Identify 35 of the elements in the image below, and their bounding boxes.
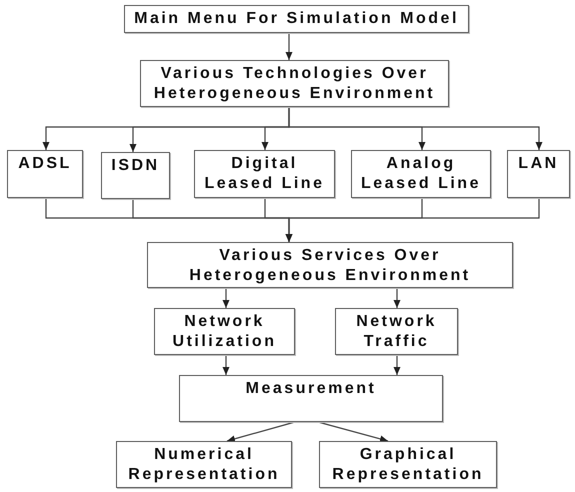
connector-arrow <box>222 288 230 308</box>
connector-arrow <box>394 355 400 375</box>
process-box <box>194 150 335 198</box>
process-box <box>116 441 292 488</box>
process-box <box>7 150 83 198</box>
connector-arrow <box>394 288 400 308</box>
process-box <box>351 150 491 198</box>
connector-arrow <box>286 198 540 242</box>
box-label: Measurement <box>244 379 378 399</box>
box-label: Main Menu For Simulation Model <box>133 9 460 29</box>
process-box <box>335 308 458 355</box>
process-box <box>507 150 570 198</box>
connector-arrow <box>318 421 388 442</box>
connector-arrow <box>222 355 230 375</box>
box-label: ISDN <box>110 156 161 176</box>
box-label: Numerical Representation <box>127 445 281 485</box>
box-label: Analog Leased Line <box>360 154 482 194</box>
process-box <box>319 441 497 488</box>
box-label: Graphical Representation <box>331 445 485 485</box>
process-box <box>124 5 469 33</box>
connector-arrow <box>226 421 296 442</box>
process-box <box>179 375 443 422</box>
process-box <box>101 152 170 199</box>
box-label: Various Services Over Heterogeneous Environment <box>188 246 472 286</box>
box-label: LAN <box>517 154 560 174</box>
box-label: Network Utilization <box>172 312 278 352</box>
connector-arrow <box>288 107 542 150</box>
box-label: Various Technologies Over Heterogeneous Environment <box>152 64 436 104</box>
box-label: Digital Leased Line <box>204 154 326 194</box>
process-box <box>140 60 449 107</box>
process-box <box>154 308 295 355</box>
connector-arrow <box>286 33 292 60</box>
box-label: Network Traffic <box>355 312 438 352</box>
process-box <box>147 242 513 288</box>
box-label: ADSL <box>17 154 73 174</box>
